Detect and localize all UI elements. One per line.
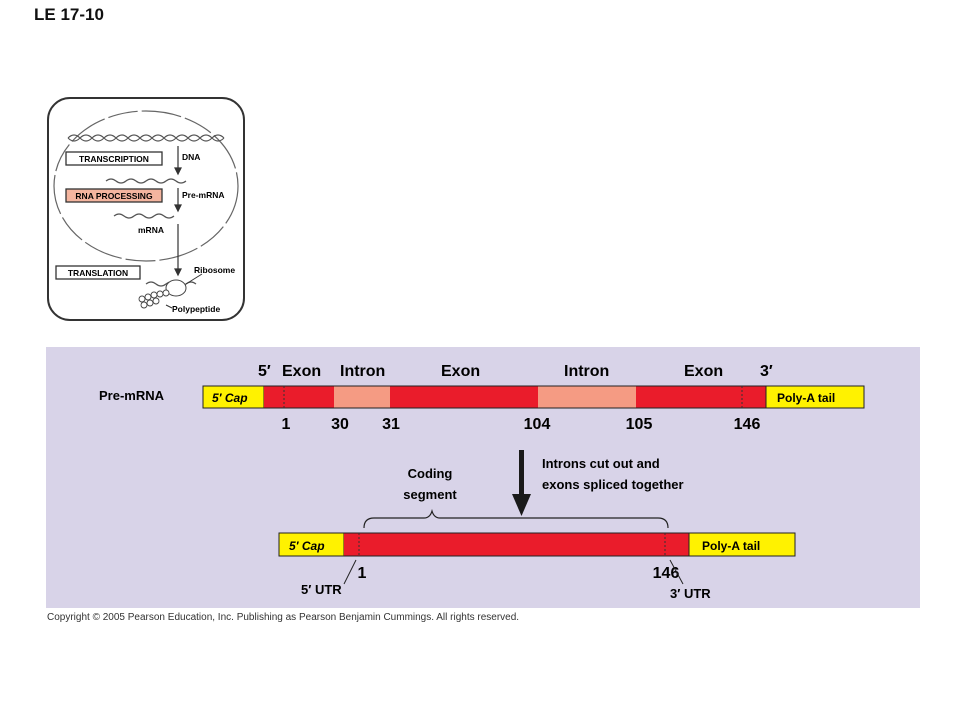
pre-mrna-small-label: Pre-mRNA (182, 190, 225, 200)
mrna-position-1: 1 (358, 565, 367, 582)
segment-label-exon-2: Exon (441, 363, 480, 380)
rna-processing-label: RNA PROCESSING (75, 191, 153, 201)
splicing-step-line1: Introns cut out and (542, 456, 660, 471)
dna-label: DNA (182, 152, 200, 162)
ribosome-label: Ribosome (194, 265, 235, 275)
utr3-label: 3′ UTR (670, 586, 711, 601)
pre-mrna-intron-2 (538, 386, 636, 408)
pre-mrna-strand (105, 178, 187, 184)
pre-mrna-cap-label: 5′ Cap (212, 391, 248, 405)
coding-segment-line1: Coding (408, 466, 453, 481)
position-30: 30 (331, 416, 349, 433)
pre-mrna-row-label: Pre-mRNA (99, 388, 165, 403)
ribosome-shape (165, 279, 187, 297)
mrna-strand-nucleus (113, 213, 175, 219)
cell-overview-diagram: TRANSCRIPTION RNA PROCESSING TRANSLATION… (47, 97, 245, 321)
segment-label-intron-1: Intron (340, 363, 385, 380)
translation-box (55, 265, 141, 280)
dna-helix (67, 134, 225, 142)
pre-mrna-exon-3 (636, 386, 766, 408)
mrna-tail-label: Poly-A tail (702, 539, 760, 553)
utr5-label: 5′ UTR (301, 582, 342, 597)
pre-mrna-tail-label: Poly-A tail (777, 391, 835, 405)
polypeptide-label: Polypeptide (172, 304, 220, 314)
nucleus-envelope (53, 110, 239, 262)
position-31: 31 (382, 416, 400, 433)
coding-segment-brace (363, 508, 669, 529)
translation-label: TRANSLATION (68, 268, 128, 278)
coding-segment-line2: segment (403, 487, 457, 502)
splicing-arrow (512, 450, 531, 516)
segment-label-exon-3: Exon (684, 363, 723, 380)
pre-mrna-3-prime-label: 3′ (760, 363, 773, 380)
pre-mrna-intron-1 (334, 386, 390, 408)
copyright-notice: Copyright © 2005 Pearson Education, Inc.… (47, 612, 520, 623)
transcription-box (65, 151, 163, 166)
segment-label-intron-2: Intron (564, 363, 609, 380)
position-105: 105 (626, 416, 653, 433)
pre-mrna-outline (202, 385, 865, 409)
rna-processing-box (65, 188, 163, 203)
utr3-leader (669, 559, 684, 585)
position-146: 146 (734, 416, 761, 433)
mrna-position-146: 146 (653, 565, 680, 582)
figure-label: LE 17-10 (34, 5, 104, 24)
flow-arrows (174, 146, 182, 277)
mrna-outline (278, 532, 796, 557)
polypeptide-chain (138, 289, 170, 309)
splicing-step-line2: exons spliced together (542, 477, 684, 492)
segment-label-exon-1: Exon (282, 363, 321, 380)
mrna-exons (344, 533, 689, 556)
pre-mrna-exon-2 (390, 386, 538, 408)
mrna-small-label: mRNA (138, 225, 164, 235)
position-1: 1 (282, 416, 291, 433)
pre-mrna-5-prime-label: 5′ (258, 363, 271, 380)
mrna-cap-label: 5′ Cap (289, 539, 325, 553)
utr5-leader (343, 559, 357, 585)
pre-mrna-exon-1 (264, 386, 334, 408)
position-104: 104 (524, 416, 551, 433)
transcription-label: TRANSCRIPTION (79, 154, 149, 164)
